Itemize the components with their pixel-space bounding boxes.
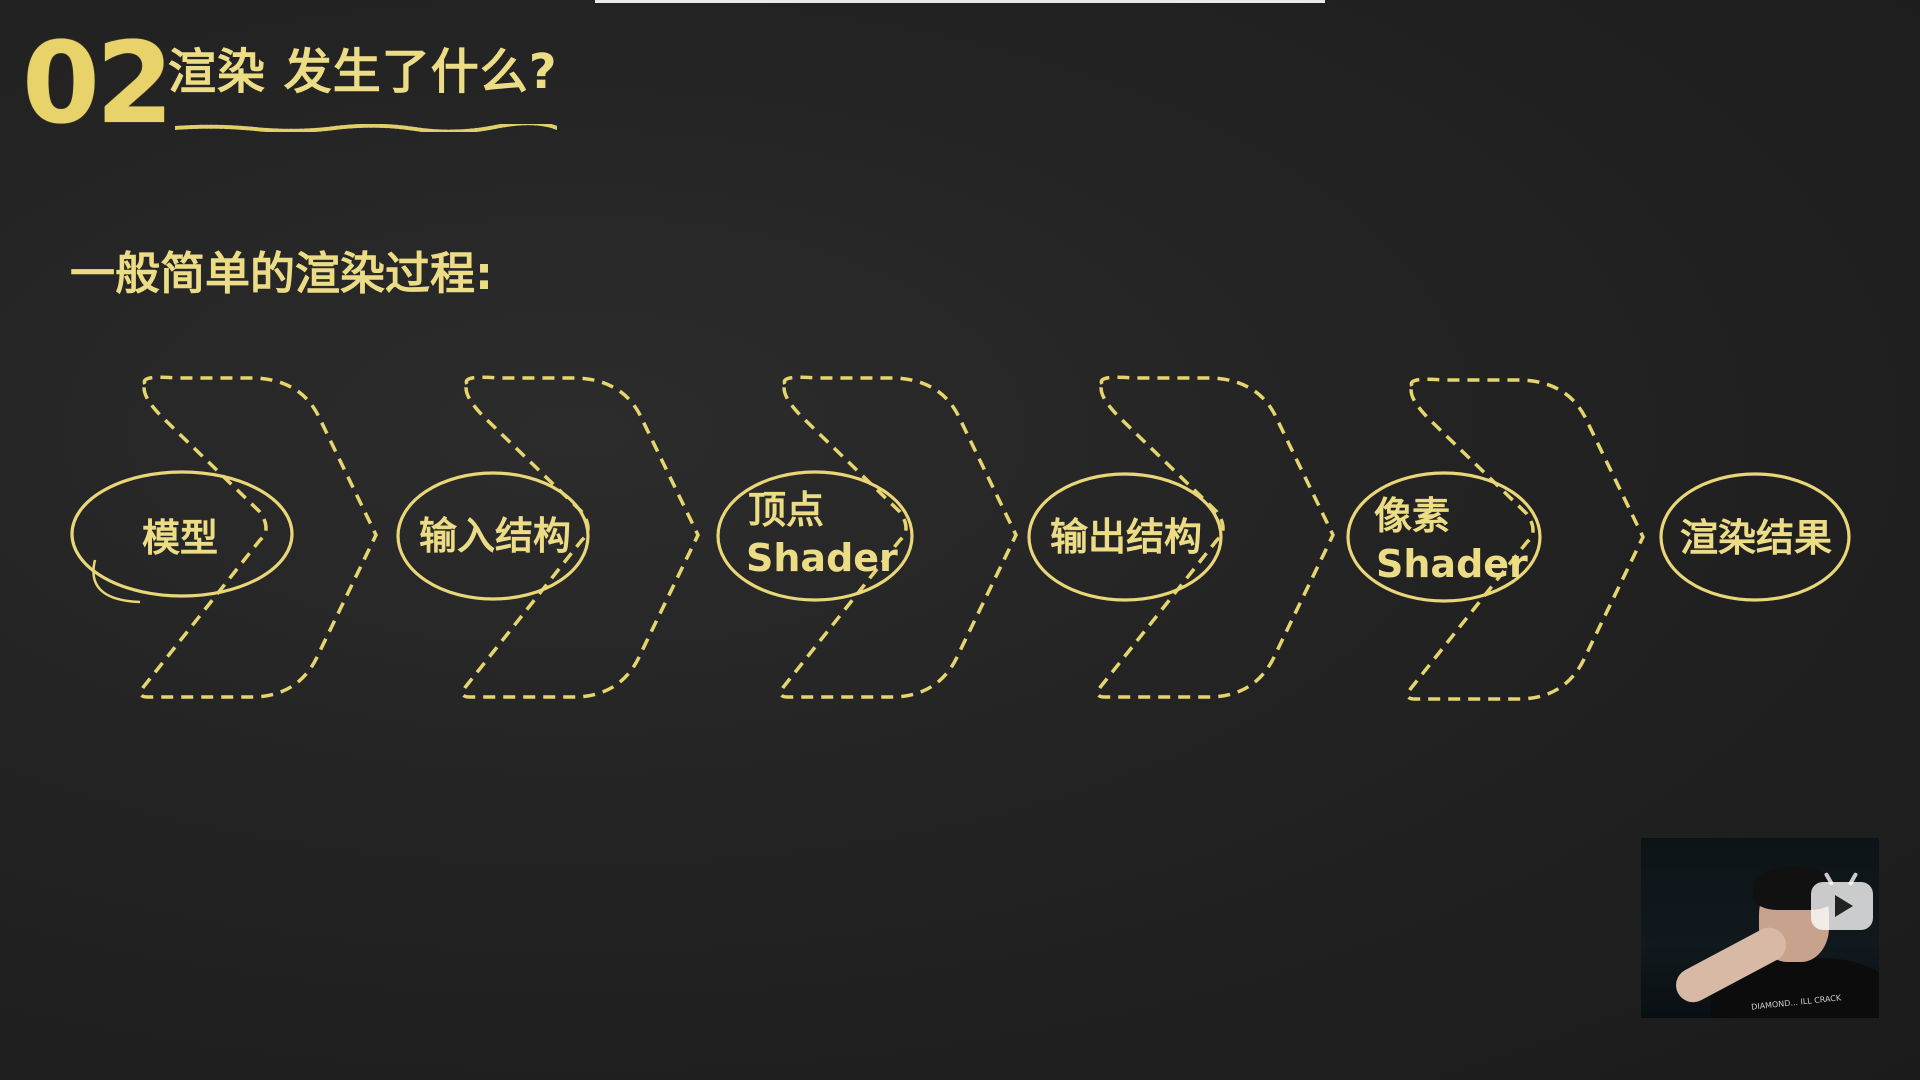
subtitle: 一般简单的渲染过程:: [70, 247, 493, 300]
title-underline: [175, 124, 557, 132]
step-label-output-struct: 输出结构: [1049, 515, 1202, 559]
webcam-overlay[interactable]: DIAMOND... ILL CRACK: [1641, 838, 1879, 1018]
top-progress-strip: [595, 0, 1325, 3]
step-label-vertex-line2: Shader: [746, 536, 898, 580]
step-label-model: 模型: [141, 516, 218, 560]
step-label-pixel-line2: Shader: [1376, 542, 1528, 586]
section-number: 02: [22, 19, 174, 149]
step-ellipse-2: [396, 471, 590, 601]
step-ellipse-3: [716, 470, 914, 602]
chevron-arrow-5: [1405, 377, 1645, 701]
step-label-render-result: 渲染结果: [1679, 516, 1832, 560]
section-title: 渲染 发生了什么?: [168, 44, 558, 100]
step-ellipse-6: [1659, 472, 1851, 602]
step-label-vertex-line1: 顶点: [748, 488, 825, 532]
step-ellipse-4: [1027, 472, 1223, 602]
step-label-pixel-line1: 像素: [1374, 494, 1451, 538]
bilibili-play-icon[interactable]: [1811, 871, 1873, 930]
step-ellipse-1: [70, 470, 294, 598]
step-label-input-struct: 输入结构: [418, 514, 571, 558]
step-ellipse-5: [1346, 471, 1542, 603]
